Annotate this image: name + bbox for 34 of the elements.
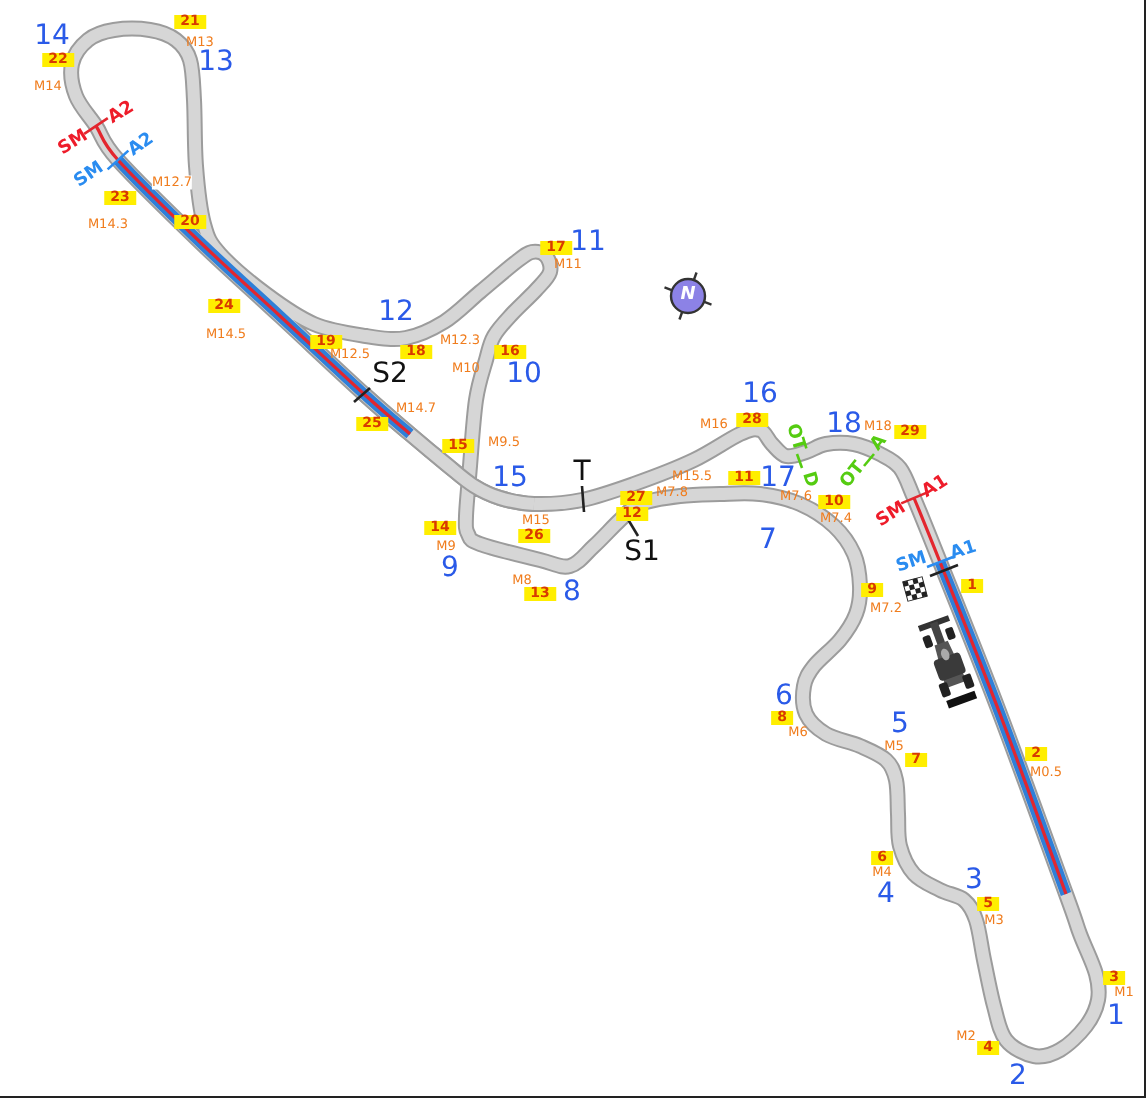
zone-label: OT — [838, 459, 870, 493]
turn-number: 15 — [492, 464, 528, 492]
turn-number: 17 — [760, 464, 796, 492]
turn-number: 7 — [759, 526, 777, 554]
turn-number: 8 — [563, 578, 581, 606]
compass-letter: N — [680, 287, 696, 305]
turn-number: 3 — [965, 866, 983, 894]
turn-number: 10 — [506, 360, 542, 388]
zone-label: A1 — [948, 539, 980, 565]
sector-label: S2 — [372, 360, 408, 388]
turn-number: 1 — [1107, 1002, 1125, 1030]
zone-label: A1 — [920, 473, 952, 503]
zone-label: A2 — [126, 131, 158, 161]
zone-label: OT — [781, 421, 807, 453]
turn-number: 16 — [742, 380, 778, 408]
zone-label: A2 — [106, 99, 138, 129]
zone-label: SM — [894, 550, 930, 578]
turn-number: 11 — [570, 228, 606, 256]
turn-number: 12 — [378, 298, 414, 326]
zone-label: SM — [874, 500, 910, 532]
turn-number: 13 — [198, 48, 234, 76]
zone-label: D — [797, 470, 819, 490]
zone-label: SM — [72, 159, 108, 193]
turn-number: 6 — [775, 681, 793, 709]
sector-label: S1 — [624, 538, 660, 566]
turn-number: 18 — [826, 410, 862, 438]
turn-number: 2 — [1009, 1062, 1027, 1090]
zone-label: A — [868, 432, 892, 456]
zone-label: SM — [56, 128, 92, 160]
sector-label: T — [573, 458, 591, 486]
turn-number: 9 — [441, 553, 459, 581]
turn-number: 4 — [877, 879, 895, 907]
turn-number: 14 — [34, 22, 70, 50]
turn-number: 5 — [891, 710, 909, 738]
